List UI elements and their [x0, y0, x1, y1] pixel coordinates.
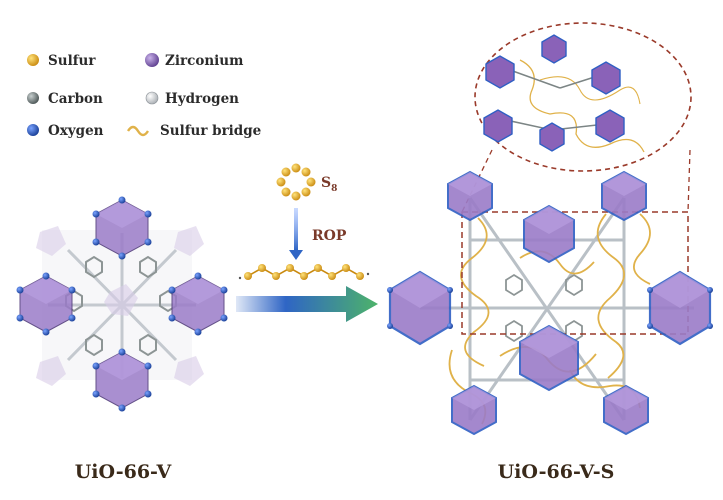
inset-zr-cluster-3	[591, 61, 621, 95]
inset-zr-cluster-6	[595, 109, 625, 143]
inset-zr-cluster-5	[539, 122, 565, 152]
inset-zr-cluster-2	[541, 34, 567, 64]
caption-uio-66-v: UiO-66-V	[75, 461, 173, 483]
legend-item-zirconium: Zirconium	[145, 53, 243, 69]
zr-cluster-bottom	[92, 348, 152, 412]
inset-zr-cluster-1	[485, 55, 515, 89]
zr-cluster-r-top-right	[601, 170, 647, 222]
zr-cluster-r-top-center	[523, 204, 575, 264]
ghost-clusters	[36, 226, 204, 386]
legend-item-sulfur: Sulfur	[27, 53, 96, 69]
zr-cluster-right	[168, 272, 228, 336]
legend-item-sulfur-bridge: Sulfur bridge	[126, 123, 261, 139]
zr-cluster-r-left	[387, 270, 453, 346]
zr-cluster-r-center	[519, 324, 579, 392]
zr-cluster-r-bottom-left	[451, 384, 497, 436]
reaction-arrow	[236, 286, 378, 322]
inset-zr-cluster-4	[483, 109, 513, 143]
zoom-inset	[474, 22, 692, 172]
zoom-region-frame	[461, 211, 689, 335]
polysulfide-chain-icon	[238, 264, 370, 280]
legend-item-hydrogen: Hydrogen	[145, 91, 239, 107]
legend-label-carbon: Carbon	[48, 91, 103, 107]
process-label: ROP	[312, 228, 347, 244]
zr-cluster-top	[92, 196, 152, 260]
legend-label-oxygen: Oxygen	[48, 123, 104, 139]
reaction-scheme: S8 ROP	[236, 163, 378, 322]
legend-item-carbon: Carbon	[27, 91, 103, 107]
legend-item-oxygen: Oxygen	[27, 123, 104, 139]
legend-label-zirconium: Zirconium	[165, 53, 243, 69]
rop-arrow-shaft	[294, 208, 298, 250]
uio-66-v-structure	[16, 196, 228, 412]
caption-uio-66-v-s: UiO-66-V-S	[498, 461, 615, 483]
zirconium-atom-icon	[145, 53, 159, 67]
carbon-atom-icon	[27, 92, 39, 104]
zr-cluster-r-top-left	[447, 170, 493, 222]
s8-ring-icon	[276, 163, 316, 201]
rop-arrow-head	[289, 250, 303, 260]
sulfur-atom-icon	[27, 54, 39, 66]
oxygen-atom-icon	[27, 124, 39, 136]
sulfur-bridge-icon	[126, 125, 150, 137]
zoom-ellipse	[474, 22, 692, 172]
legend-label-hydrogen: Hydrogen	[165, 91, 239, 107]
zr-cluster-r-bottom-right	[603, 384, 649, 436]
legend-label-sulfur: Sulfur	[48, 53, 96, 69]
zr-cluster-left	[16, 272, 76, 336]
uio-66-v-s-structure	[387, 22, 713, 436]
legend-label-sulfur-bridge: Sulfur bridge	[160, 123, 261, 139]
hydrogen-atom-icon	[145, 91, 159, 105]
reagent-label: S8	[321, 175, 337, 194]
zr-cluster-r-right	[647, 270, 713, 346]
legend: Sulfur Zirconium Carbon Hydrogen Oxygen …	[27, 53, 261, 139]
